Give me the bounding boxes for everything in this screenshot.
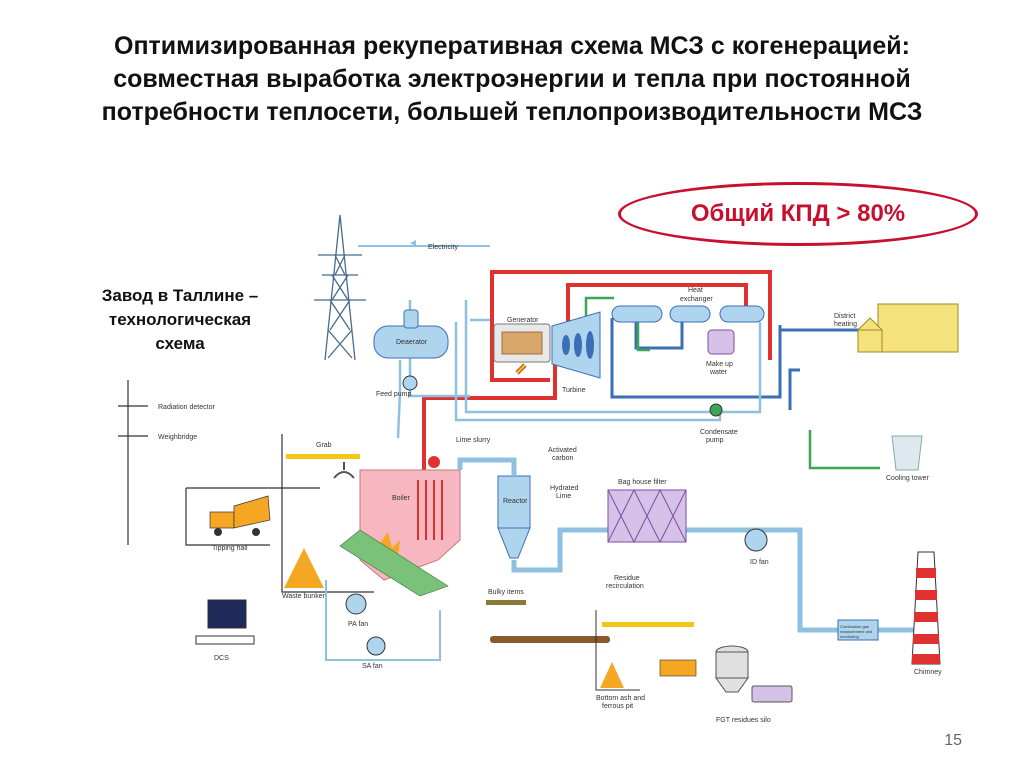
fgt-residues-silo: FGT residues silo (715, 645, 793, 724)
label-reactor: Reactor (503, 498, 528, 505)
label-pa-fan: PA fan (348, 621, 368, 628)
deaerator-tank: Deaerator (373, 309, 449, 359)
label-make-up-water-2: water (709, 369, 728, 376)
fgt-truck-icon (751, 685, 793, 703)
electricity-arrow (410, 240, 416, 246)
detector-lines (118, 380, 320, 546)
label-deaerator: Deaerator (396, 339, 428, 346)
label-chimney: Chimney (914, 669, 942, 676)
label-turbine: Turbine (562, 387, 586, 394)
label-district-heating-2: heating (834, 321, 857, 328)
pa-fan: PA fan (345, 593, 368, 628)
steam-drum (428, 456, 440, 468)
label-fgt-silo: FGT residues silo (716, 717, 771, 724)
boiler: Boiler (339, 456, 461, 597)
label-waste-bunker: Waste bunker (282, 593, 326, 600)
gas-measurement-box: Combustion gas measurement and monitorin… (837, 619, 879, 641)
bottom-ash-pit: Bottom ash and ferrous pit (595, 610, 697, 710)
tipping-truck-icon: Tipping hall (209, 495, 271, 552)
label-activated-carbon-1: Activated (548, 447, 577, 454)
steam-lines (422, 270, 772, 520)
chimney: Chimney (911, 551, 942, 676)
pylon-icon (314, 214, 366, 361)
plant-caption: Завод в Таллине – технологическая схема (80, 284, 280, 356)
title-line-3: потребности теплосети, большей теплопрои… (101, 98, 923, 126)
return-water-lines (610, 318, 860, 410)
ash-conveyor (490, 636, 610, 643)
grate (339, 529, 449, 597)
plant-caption-line-1: Завод в Таллине – (101, 286, 259, 305)
feed-pump: Feed pump (376, 375, 418, 398)
bag-house-filter: Bag house filter Residue recirculation (606, 479, 687, 590)
page-number: 15 (944, 732, 962, 749)
label-heat-exchanger-2: exchanger (680, 296, 713, 303)
ash-truck-icon (659, 659, 697, 677)
label-bulky-items: Bulky items (488, 589, 524, 596)
cooling-lines (584, 296, 880, 470)
label-dcs: DCS (214, 655, 229, 662)
label-cooling-tower: Cooling tower (886, 475, 929, 482)
label-grab: Grab (316, 442, 332, 449)
label-combustion-gas-2: measurement and (840, 629, 872, 634)
heat-exchangers: Heat exchanger Make up water (611, 287, 765, 376)
bulky-conveyor (486, 600, 526, 605)
label-boiler: Boiler (392, 495, 411, 502)
label-bag-house-filter: Bag house filter (618, 479, 667, 486)
plant-caption-line-3: схема (155, 334, 205, 353)
air-line (325, 580, 441, 661)
label-tipping-hall: Tipping hall (212, 545, 248, 552)
label-hydrated-lime-2: Lime (556, 493, 571, 500)
generator: Generator (493, 317, 551, 375)
cooling-tower: Cooling tower (886, 435, 929, 482)
label-activated-carbon-2: carbon (552, 455, 574, 462)
label-radiation-detector: Radiation detector (158, 404, 215, 411)
label-residue-recirculation-2: recirculation (606, 583, 644, 590)
id-fan: ID fan (744, 528, 769, 566)
label-generator: Generator (507, 317, 539, 324)
turbine: Turbine (551, 311, 601, 394)
condensate-pump: Condensate pump (700, 403, 738, 444)
sa-fan: SA fan (362, 636, 386, 670)
label-residue-recirculation-1: Residue (614, 575, 640, 582)
label-bottom-ash-2: ferrous pit (602, 703, 633, 710)
label-make-up-water-1: Make up (706, 361, 733, 368)
ash-crane (602, 622, 694, 627)
lightning-icon (515, 363, 527, 375)
label-id-fan: ID fan (750, 559, 769, 566)
reactor: Reactor (497, 475, 531, 559)
waste-bunker: Waste bunker Grab (281, 434, 374, 600)
label-sa-fan: SA fan (362, 663, 383, 670)
label-lime-slurry: Lime slurry (456, 437, 491, 444)
efficiency-oval: Общий КПД > 80% (618, 182, 978, 246)
label-combustion-gas-1: Combustion gas (840, 624, 869, 629)
slide-title: Оптимизированная рекуперативная схема МС… (20, 30, 1004, 129)
label-feed-pump: Feed pump (376, 391, 412, 398)
label-combustion-gas-3: monitoring (840, 634, 859, 639)
label-bottom-ash-1: Bottom ash and (596, 695, 645, 702)
label-hydrated-lime-1: Hydrated (550, 485, 579, 492)
dcs-computer-icon: DCS (195, 599, 255, 662)
grab-claw-icon (333, 462, 355, 479)
label-district-heating-1: District (834, 313, 855, 320)
efficiency-text: Общий КПД > 80% (690, 200, 906, 227)
plant-caption-line-2: технологическая (108, 310, 252, 329)
title-line-1: Оптимизированная рекуперативная схема МС… (114, 32, 910, 60)
district-heating-building: District heating (834, 303, 959, 353)
label-electricity: Electricity (428, 244, 458, 251)
label-condensate-pump-2: pump (706, 437, 724, 444)
label-weighbridge: Weighbridge (158, 434, 197, 441)
title-line-2: совместная выработка электроэнергии и те… (113, 65, 911, 93)
label-heat-exchanger-1: Heat (688, 287, 703, 294)
label-condensate-pump-1: Condensate (700, 429, 738, 436)
